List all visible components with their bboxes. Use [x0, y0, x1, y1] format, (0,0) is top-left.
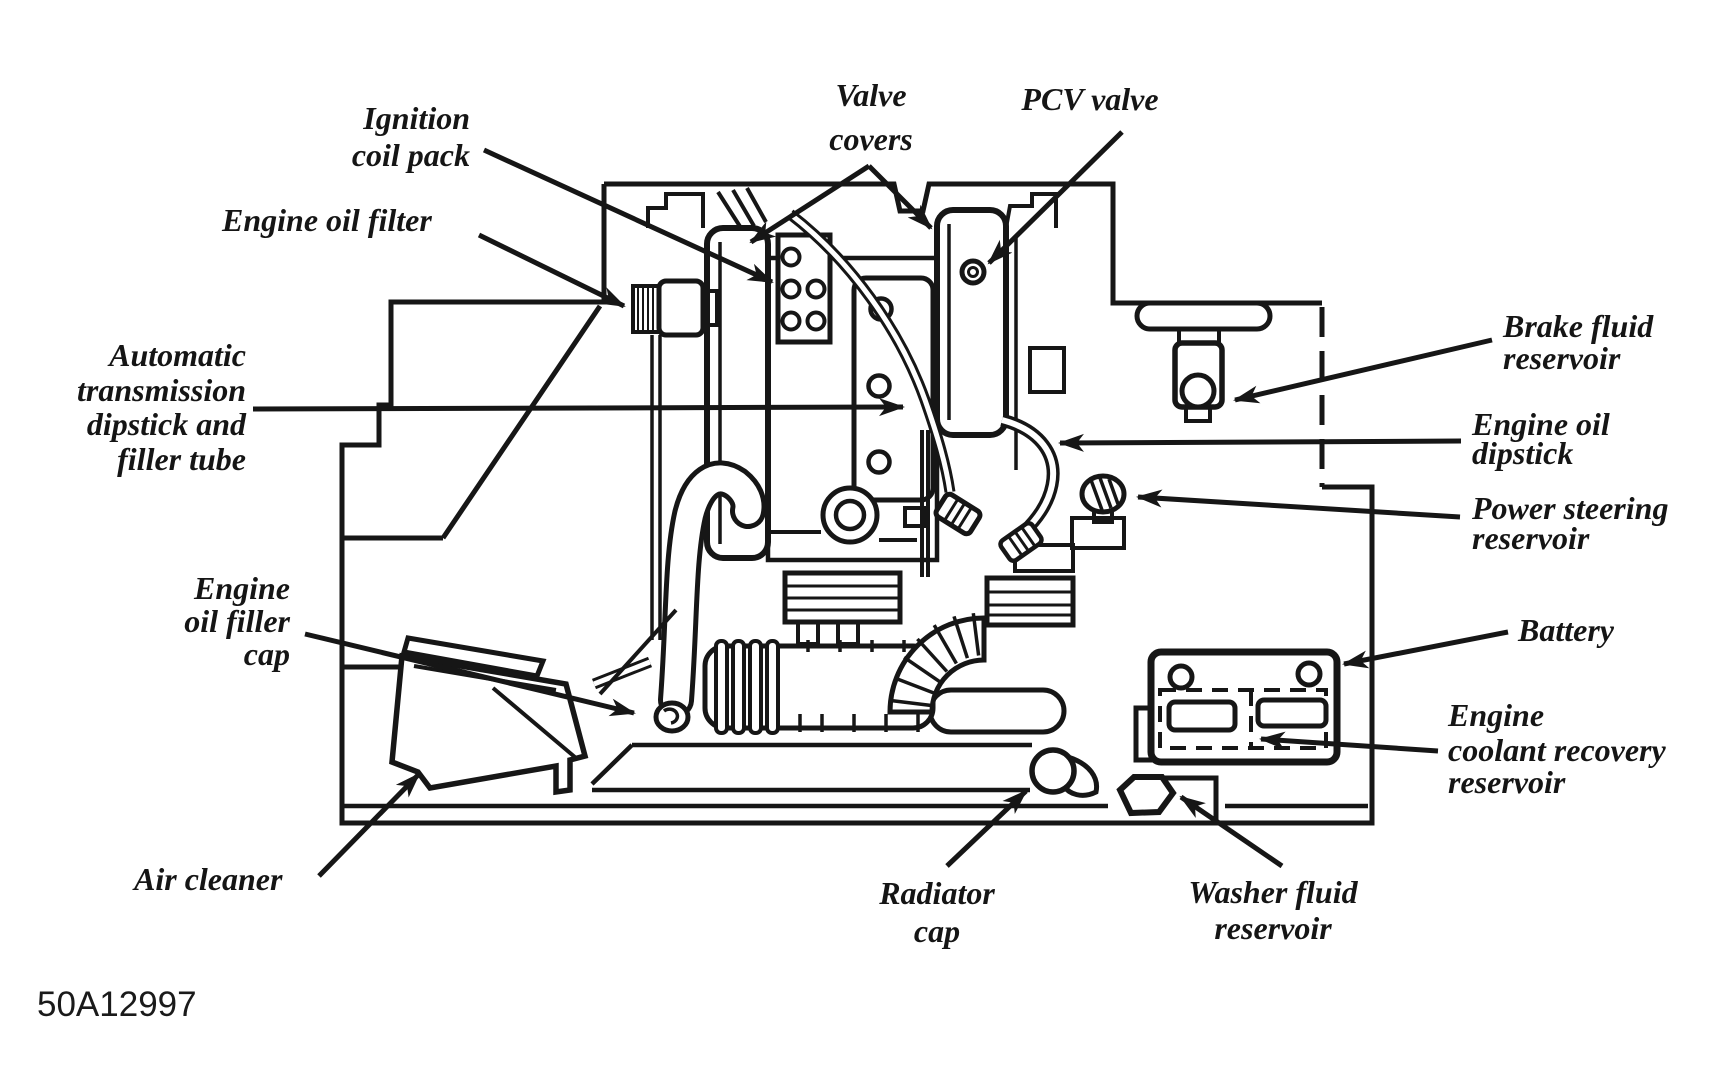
- engine-oil-filler-cap-drawing: [653, 700, 691, 734]
- leader-engine-oil-filter: [477, 232, 626, 309]
- ignition-coil-pack-drawing: [775, 232, 833, 345]
- label-atf-line3: dipstick and: [87, 406, 247, 442]
- leader-ignition-coil-pack: [482, 147, 774, 285]
- leader-valve-cover-left: [749, 163, 871, 245]
- label-brake-fluid-line2: reservoir: [1503, 340, 1621, 376]
- compartment-outline: [339, 181, 1375, 826]
- lower-support-bar-drawing: [927, 687, 1067, 735]
- label-engine-oil-dipstick-line2: dipstick: [1472, 435, 1573, 471]
- pulley-drawing: [820, 485, 880, 545]
- leader-lines: [252, 130, 1509, 878]
- label-coolant-recovery-line1: Engine: [1447, 697, 1544, 733]
- engine-oil-filter-drawing: [631, 278, 719, 640]
- leader-brake-fluid: [1233, 337, 1493, 404]
- label-ignition-coil-pack-line1: Ignition: [362, 100, 470, 136]
- leader-power-steering: [1136, 489, 1461, 520]
- leader-pcv-valve: [987, 130, 1124, 265]
- label-washer-fluid-line1: Washer fluid: [1188, 874, 1358, 910]
- washer-fluid-reservoir-drawing: [1116, 774, 1219, 820]
- label-oil-filler-cap-line3: cap: [244, 636, 290, 672]
- power-steering-reservoir-drawing: [1028, 346, 1127, 550]
- label-oil-filler-cap-line2: oil filler: [184, 603, 290, 639]
- leader-washer-fluid: [1179, 794, 1284, 869]
- label-atf-line2: transmission: [77, 372, 246, 408]
- label-washer-fluid-line2: reservoir: [1214, 910, 1332, 946]
- leader-coolant-recovery: [1259, 731, 1439, 754]
- leader-battery: [1342, 629, 1509, 669]
- label-ignition-coil-pack-line2: coil pack: [352, 137, 470, 173]
- leader-engine-oil-dipstick: [1058, 433, 1462, 452]
- figure-number: 50A12997: [37, 985, 197, 1024]
- label-power-steering-line1: Power steering: [1471, 490, 1668, 526]
- pcv-valve-drawing: [959, 258, 987, 286]
- label-atf-line4: filler tube: [117, 441, 246, 477]
- battery-drawing: [1133, 648, 1341, 766]
- leader-valve-cover-right: [867, 164, 933, 230]
- label-battery: Battery: [1517, 612, 1615, 648]
- label-valve-covers-line1: Valve: [835, 77, 906, 113]
- label-valve-covers-line2: covers: [829, 121, 913, 157]
- label-air-cleaner: Air cleaner: [132, 861, 283, 897]
- intake-hose-drawing: [591, 460, 767, 718]
- label-brake-fluid-line1: Brake fluid: [1502, 308, 1654, 344]
- label-atf-line1: Automatic: [107, 337, 246, 373]
- air-duct-drawing: [702, 639, 936, 735]
- leader-air-cleaner: [317, 772, 421, 878]
- radiator-cap-drawing: [1029, 747, 1100, 798]
- label-oil-filler-cap-line1: Engine: [193, 570, 290, 606]
- air-duct-elbow-drawing: [887, 612, 987, 715]
- leader-radiator-cap: [945, 789, 1028, 868]
- intake-plenum-drawing: [782, 543, 1076, 646]
- label-radiator-cap-line1: Radiator: [878, 875, 995, 911]
- leader-atf-dipstick: [252, 398, 905, 417]
- brake-fluid-reservoir-drawing: [1134, 300, 1273, 423]
- label-radiator-cap-line2: cap: [914, 913, 960, 949]
- engine-oil-dipstick-drawing: [998, 413, 1060, 564]
- transmission-dipstick-tube-drawing: [786, 209, 983, 537]
- label-engine-oil-filter: Engine oil filter: [221, 202, 432, 238]
- label-engine-oil-dipstick-line1: Engine oil: [1471, 406, 1610, 442]
- leader-oil-filler-cap: [304, 631, 636, 717]
- label-coolant-recovery-line3: reservoir: [1448, 764, 1566, 800]
- label-power-steering-line2: reservoir: [1472, 520, 1590, 556]
- label-pcv-valve: PCV valve: [1020, 81, 1158, 117]
- label-coolant-recovery-line2: coolant recovery: [1448, 732, 1667, 768]
